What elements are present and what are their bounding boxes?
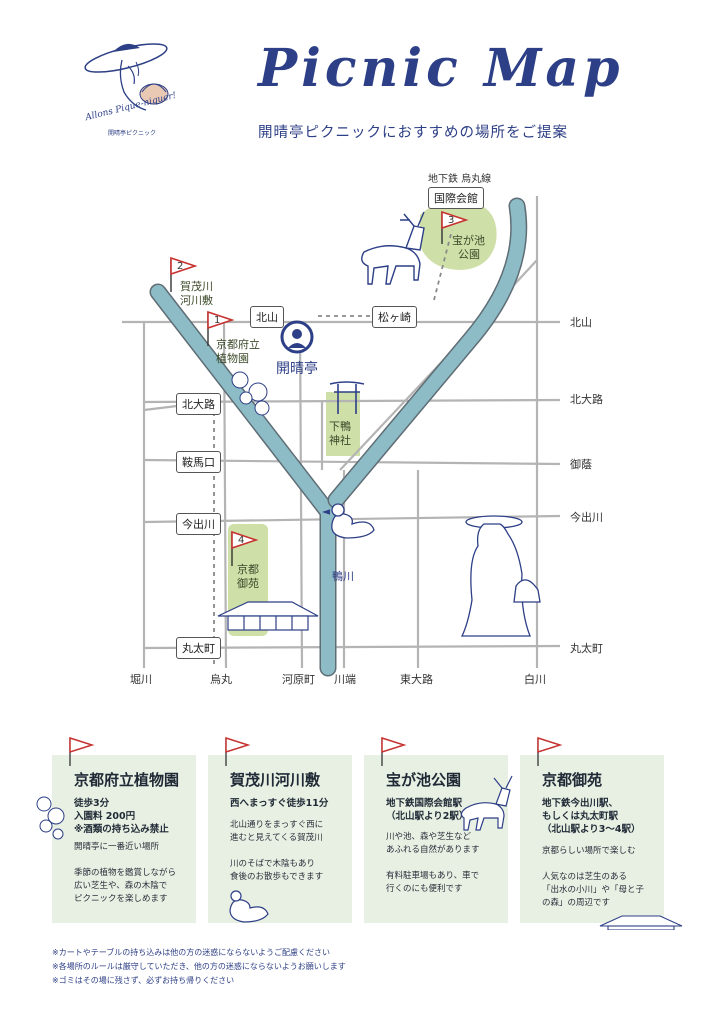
street-label-marutamachi: 丸太町 — [570, 642, 603, 655]
place-label-shimogamo: 下鴨 神社 — [329, 420, 351, 447]
picnic-map — [122, 196, 561, 677]
card-flag-1-icon — [69, 736, 95, 766]
flower-icons — [231, 371, 270, 416]
card-building-icon — [599, 915, 683, 930]
flag-1-icon — [207, 310, 235, 346]
brand-logo-illustration — [84, 43, 169, 111]
card-description: 川や池、森や芝生など あふれる自然があります 有料駐車場もあり、車で 行くのにも… — [386, 832, 480, 894]
takaragaike-park-area — [420, 201, 497, 270]
note-2: ※各場所のルールは厳守していただき、他の方の迷惑にならないようお願いします — [52, 962, 346, 971]
station-kitayama: 北山 — [250, 306, 284, 328]
card-flag-4-icon — [537, 736, 563, 766]
place-label-gosho: 京都 御苑 — [237, 563, 259, 590]
flag-4-number: 4 — [238, 535, 245, 546]
station-matsugasaki: 松ヶ崎 — [372, 306, 417, 328]
brand-subtitle: 開晴亭ピクニック — [108, 130, 157, 137]
note-1: ※カートやテーブルの持ち込みは他の方の迷惑にならないようご配慮ください — [52, 948, 331, 957]
flag-4-icon — [231, 530, 259, 566]
station-marutamachi: 丸太町 — [176, 637, 221, 659]
place-label-kaiseitei: 開晴亭 — [276, 361, 318, 377]
card-gosho: 京都御苑 地下鉄今出川駅、 もしくは丸太町駅 （北山駅より3〜4駅） 京都らしい… — [520, 755, 664, 923]
woman-illustration — [460, 515, 541, 637]
card-title: 賀茂川河川敷 — [230, 771, 321, 789]
card-description: 開晴亭に一番近い場所 季節の植物を鑑賞しながら 広い芝生や、森の木陰で ピクニッ… — [74, 842, 177, 904]
card-kamogawa: 賀茂川河川敷 西へまっすぐ徒歩11分 北山通りをまっすぐ西に 進むと見えてくる賀… — [208, 755, 352, 923]
station-kuramaguchi: 鞍馬口 — [176, 451, 221, 473]
card-decorations — [36, 736, 683, 930]
station-kokusaikaikan: 国際会館 — [428, 187, 484, 209]
card-flag-3-icon — [381, 736, 407, 766]
street-label-horikawa: 堀川 — [130, 673, 152, 686]
card-access: 西へまっすぐ徒歩11分 — [230, 798, 329, 809]
card-flower-icon — [36, 796, 65, 840]
kaiseitei-emblem-icon — [280, 320, 314, 354]
place-label-kamogawa: 賀茂川 河川敷 — [180, 280, 213, 307]
station-kitaoji: 北大路 — [176, 393, 221, 415]
card-flag-2-icon — [225, 736, 251, 766]
duck-illustration — [321, 503, 375, 539]
street-label-kitaoji: 北大路 — [570, 393, 603, 406]
card-title: 京都府立植物園 — [74, 771, 180, 789]
gosho-building-illustration — [217, 601, 319, 631]
station-imadegawa: 今出川 — [176, 513, 221, 535]
flag-2-icon — [170, 256, 198, 292]
card-botanical-garden: 京都府立植物園 徒歩3分 入園料 200円 ※酒類の持ち込み禁止 開晴亭に一番近… — [52, 755, 196, 923]
shimogamo-shrine-area — [326, 392, 360, 456]
card-title: 京都御苑 — [542, 771, 603, 789]
street-label-imadegawa: 今出川 — [570, 511, 603, 524]
card-takaragaike: 宝が池公園 地下鉄国際会館駅 （北山駅より2駅） 川や池、森や芝生など あふれる… — [364, 755, 508, 923]
street-label-kawaramachi: 河原町 — [282, 673, 315, 686]
card-description: 北山通りをまっすぐ西に 進むと見えてくる賀茂川 川のそばで木陰もあり 食後のお散… — [230, 820, 324, 882]
card-duck-icon — [229, 890, 269, 923]
card-deer-icon — [460, 775, 513, 831]
torii-gate-icon — [329, 381, 365, 414]
street-label-mikage: 御蔭 — [570, 458, 592, 471]
page-title: Picnic Map — [258, 38, 624, 99]
deer-illustration — [361, 211, 425, 285]
card-description: 京都らしい場所で楽しむ 人気なのは芝生のある 「出水の小川」や「母と子 の森」の… — [542, 846, 645, 908]
place-label-takaragaike: 宝が池 公園 — [452, 234, 485, 261]
card-access: 徒歩3分 入園料 200円 ※酒類の持ち込み禁止 — [74, 798, 169, 835]
flag-2-number: 2 — [177, 261, 184, 272]
street-label-karasuma: 烏丸 — [210, 673, 232, 686]
card-title: 宝が池公園 — [386, 771, 462, 789]
river-label-kamo: 鴨川 — [332, 570, 354, 583]
street-label-higashioji: 東大路 — [400, 673, 433, 686]
card-access: 地下鉄国際会館駅 （北山駅より2駅） — [386, 798, 469, 822]
card-access: 地下鉄今出川駅、 もしくは丸太町駅 （北山駅より3〜4駅） — [542, 798, 641, 835]
page-subtitle: 開晴亭ピクニックにおすすめの場所をご提案 — [258, 125, 568, 141]
flag-1-number: 1 — [214, 315, 221, 326]
note-3: ※ゴミはその場に残さず、必ずお持ち帰りください — [52, 976, 235, 985]
street-label-kitayama: 北山 — [570, 316, 592, 329]
flag-3-icon — [441, 210, 469, 244]
place-label-botanical: 京都府立 植物園 — [216, 338, 260, 365]
street-label-shirakawa: 白川 — [524, 673, 546, 686]
flag-3-number: 3 — [448, 215, 455, 226]
subway-line-label: 地下鉄 烏丸線 — [428, 174, 492, 185]
street-label-kawabata: 川端 — [334, 673, 356, 686]
